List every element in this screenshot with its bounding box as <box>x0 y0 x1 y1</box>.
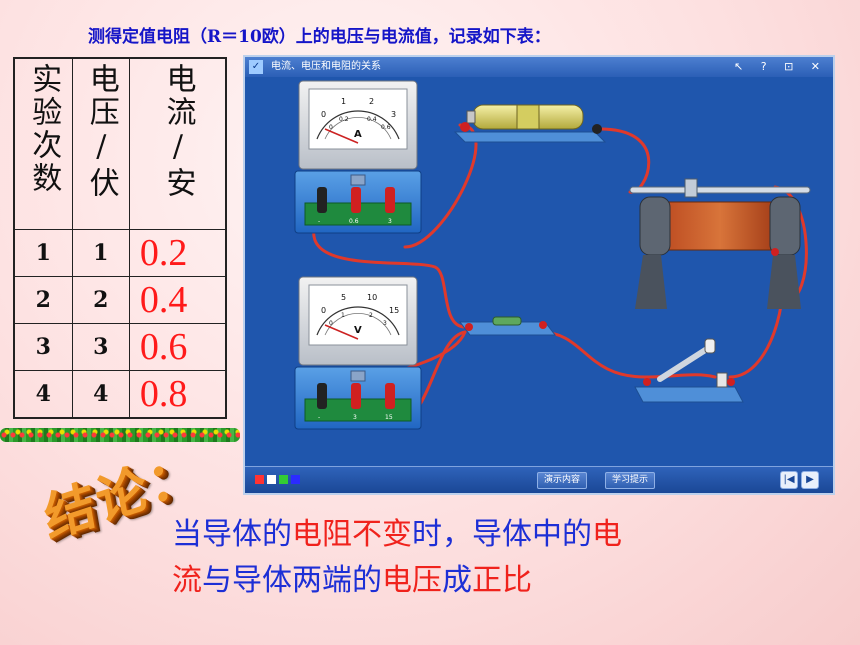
voltmeter-inner-3: 3 <box>383 320 387 327</box>
voltage-cell: 1 <box>71 229 130 277</box>
decorative-garland <box>0 428 240 442</box>
voltmeter-inner-2: 2 <box>369 312 373 319</box>
swatch-white[interactable] <box>267 475 276 484</box>
ammeter-scale-0: 0 <box>321 110 326 119</box>
conclusion-line-1: 当导体的电阻不变时，导体中的电 <box>172 512 812 558</box>
current-cell: 0.6 <box>128 322 227 371</box>
conclusion-segment: 时，导体中的 <box>412 517 592 552</box>
swatch-blue[interactable] <box>291 475 300 484</box>
study-tips-button[interactable]: 学习提示 <box>605 472 656 489</box>
voltmeter-scale-5: 5 <box>341 293 346 302</box>
fixed-resistor <box>458 316 557 336</box>
table-header-row: 实验次数 电压/伏 电流/安 <box>13 57 227 230</box>
voltmeter-scale-10: 10 <box>367 293 377 302</box>
conclusion-segment: 成 <box>442 563 472 598</box>
demo-content-button[interactable]: 演示内容 <box>537 472 588 489</box>
ammeter-terminal-neg: - <box>318 218 320 225</box>
table-row: 3 3 0.6 <box>13 322 227 371</box>
voltmeter-scale-15: 15 <box>389 306 399 315</box>
header-voltage: 电压/伏 <box>71 57 130 230</box>
voltmeter-inner-0: 0 <box>329 320 333 327</box>
voltage-cell: 4 <box>71 369 130 419</box>
nav-next-button[interactable]: ▶ <box>801 471 819 489</box>
nav-prev-button[interactable]: |◀ <box>780 471 798 489</box>
current-cell: 0.4 <box>128 275 227 324</box>
ammeter-inner-0: 0 <box>329 124 333 131</box>
voltmeter-scale-0: 0 <box>321 306 326 315</box>
conclusion-text: 当导体的电阻不变时，导体中的电 流与导体两端的电压成正比 <box>172 512 812 604</box>
current-cell: 0.2 <box>128 229 227 277</box>
battery <box>453 104 607 143</box>
ammeter-scale-2: 2 <box>369 97 374 106</box>
voltage-cell: 2 <box>71 275 130 324</box>
voltmeter-inner-1: 1 <box>341 312 345 319</box>
current-cell: 0.8 <box>128 369 227 419</box>
trial-cell: 4 <box>13 369 73 419</box>
wire <box>312 210 467 329</box>
ammeter-terminal-3: 3 <box>388 218 392 225</box>
ammeter: 0 1 2 3 0 0.2 0.4 0.6 A - 0.6 3 <box>294 80 422 234</box>
rheostat <box>629 178 811 309</box>
ammeter-inner-1: 0.2 <box>339 116 349 123</box>
table-row: 2 2 0.4 <box>13 275 227 324</box>
ammeter-scale-1: 1 <box>341 97 346 106</box>
conclusion-segment: 电 <box>592 517 622 552</box>
trial-cell: 3 <box>13 322 73 371</box>
header-trial: 实验次数 <box>13 57 73 230</box>
sim-window-title: 电流、电压和电阻的关系 <box>271 61 381 72</box>
table-row: 4 4 0.8 <box>13 369 227 419</box>
conclusion-segment: 正比 <box>472 563 532 598</box>
conclusion-segment: 当导体的 <box>172 517 292 552</box>
wire <box>403 123 478 249</box>
conclusion-line-2: 流与导体两端的电压成正比 <box>172 558 812 604</box>
ammeter-terminal-06: 0.6 <box>349 218 359 225</box>
wire <box>598 127 651 194</box>
ammeter-inner-3: 0.6 <box>381 124 391 131</box>
swatch-green[interactable] <box>279 475 288 484</box>
ammeter-inner-2: 0.4 <box>367 116 377 123</box>
voltmeter-terminal-3: 3 <box>353 414 357 421</box>
conclusion-segment: 电压 <box>382 563 442 598</box>
conclusion-segment: 流 <box>172 563 202 598</box>
ammeter-letter: A <box>354 129 362 140</box>
voltmeter-letter: V <box>354 325 362 336</box>
header-current: 电流/安 <box>128 57 227 230</box>
swatch-red[interactable] <box>255 475 264 484</box>
trial-cell: 2 <box>13 275 73 324</box>
ammeter-scale-3: 3 <box>391 110 396 119</box>
simulation-window: ✓ 电流、电压和电阻的关系 ↖ ? ⊡ ✕ <box>243 55 835 495</box>
switch <box>634 338 744 403</box>
conclusion-segment: 电阻不变 <box>292 517 412 552</box>
data-table: 实验次数 电压/伏 电流/安 1 1 0.2 2 2 0.4 3 3 0.6 4… <box>13 57 227 419</box>
table-row: 1 1 0.2 <box>13 229 227 277</box>
app-icon: ✓ <box>249 60 263 74</box>
sim-footer: 演示内容 学习提示 |◀ ▶ <box>245 466 833 493</box>
circuit-canvas: 0 1 2 3 0 0.2 0.4 0.6 A - 0.6 3 0 <box>294 80 811 430</box>
conclusion-segment: 与导体两端的 <box>202 563 382 598</box>
voltmeter-terminal-15: 15 <box>385 414 393 421</box>
wire <box>538 330 717 379</box>
voltmeter-terminal-neg: - <box>318 414 320 421</box>
trial-cell: 1 <box>13 229 73 277</box>
titlebar-buttons[interactable]: ↖ ? ⊡ ✕ <box>734 60 827 73</box>
sim-titlebar: ✓ 电流、电压和电阻的关系 ↖ ? ⊡ ✕ <box>245 57 833 77</box>
voltage-cell: 3 <box>71 322 130 371</box>
slide-title: 测得定值电阻（R＝10欧）上的电压与电流值，记录如下表： <box>88 27 551 47</box>
voltmeter: 0 5 10 15 0 1 2 3 V - 3 15 <box>294 276 422 430</box>
